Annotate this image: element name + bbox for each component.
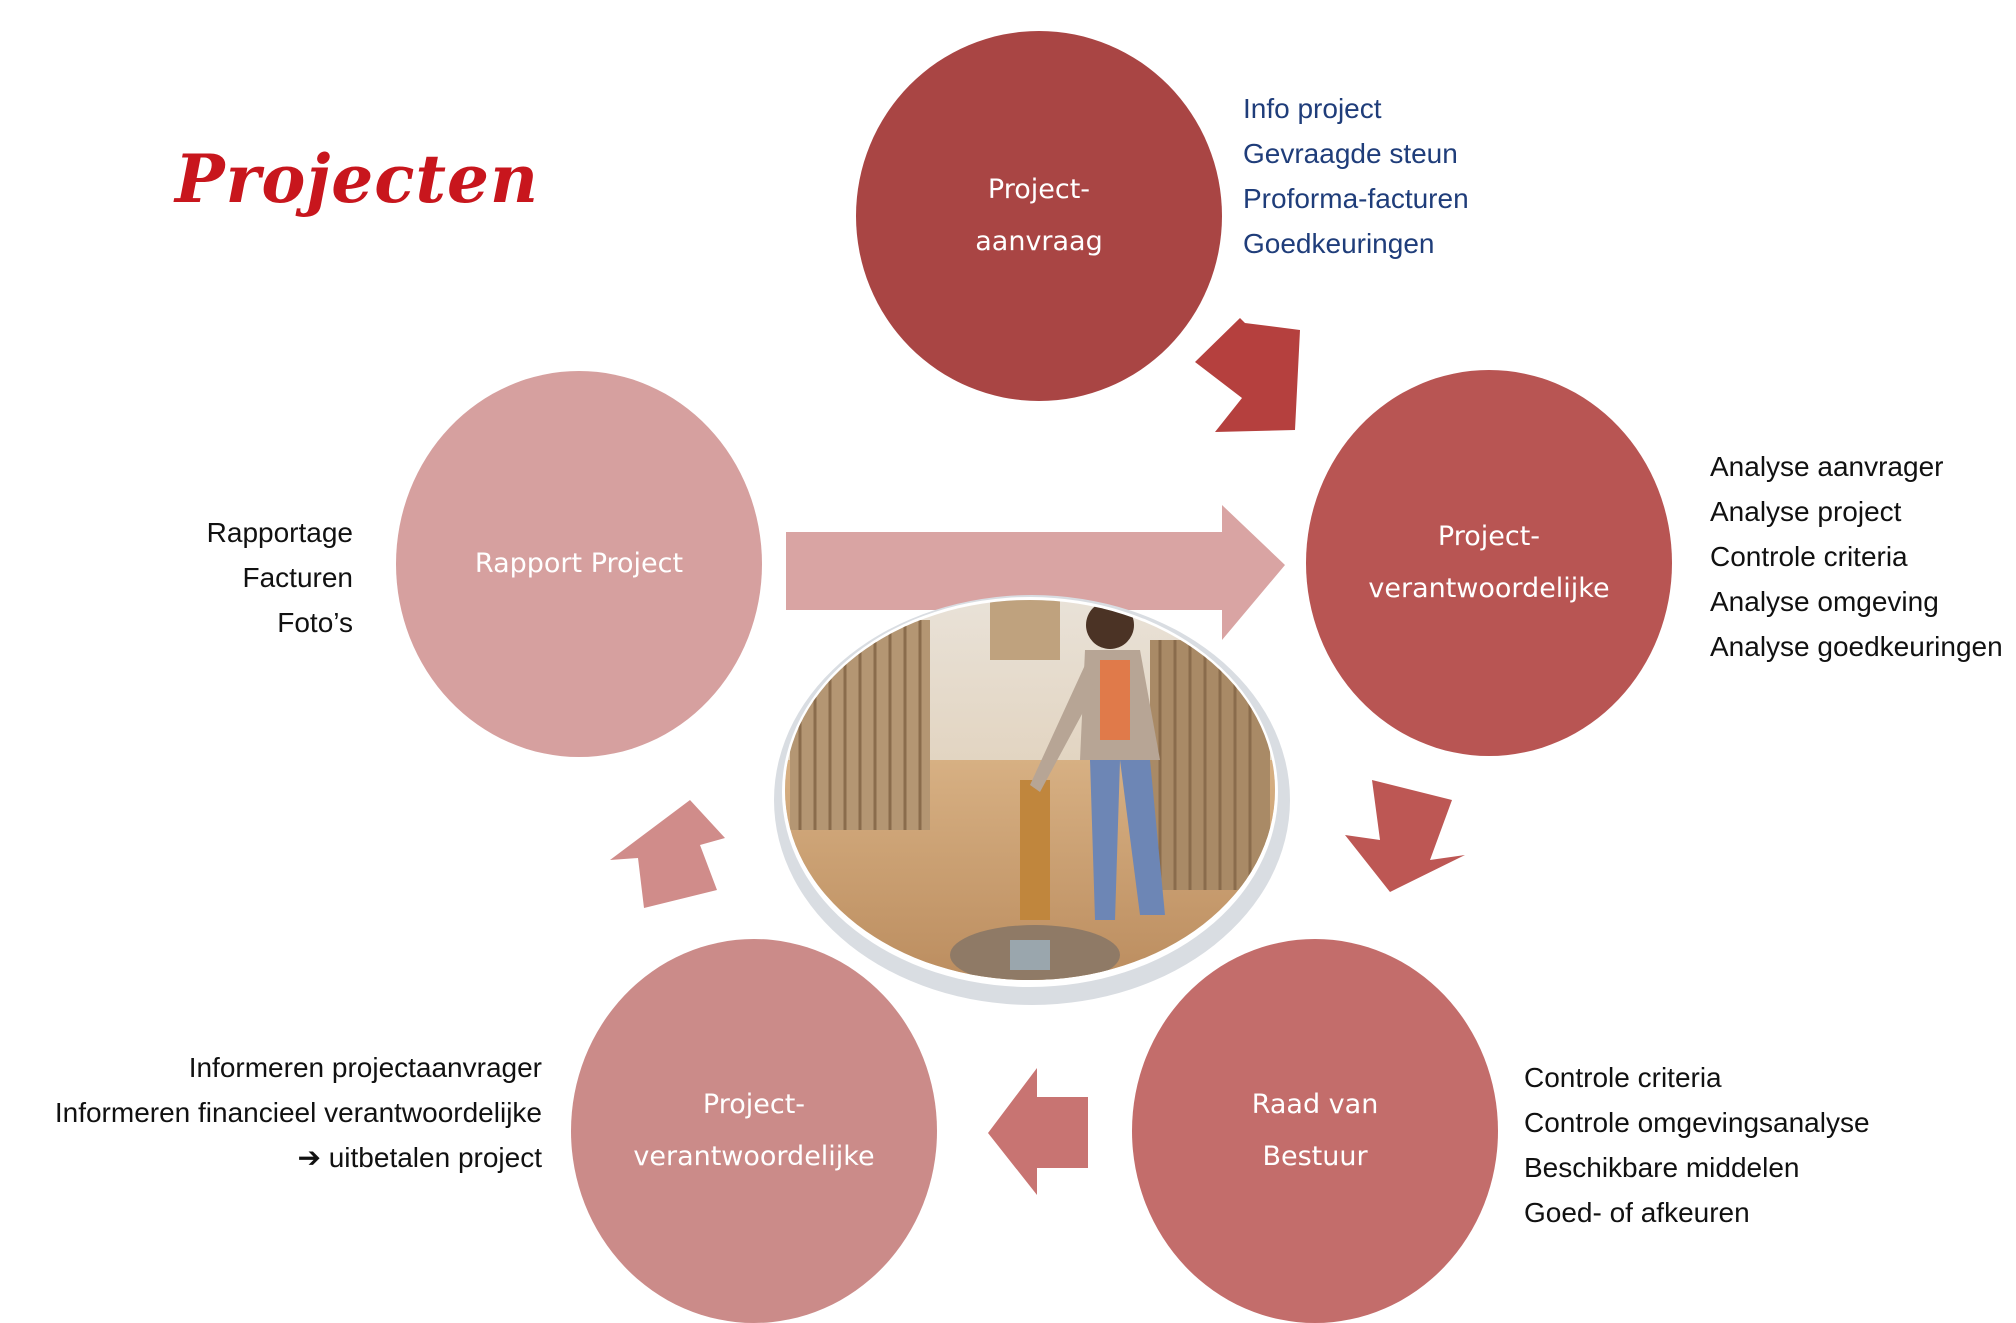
list-item: Informeren projectaanvrager [188, 1052, 542, 1083]
arrow-right-icon: ➔ [297, 1142, 321, 1173]
list-item: Foto’s [277, 607, 353, 638]
circle-rapport-project: Rapport Project [396, 371, 762, 757]
list-raad: Controle criteria Controle omgevingsanal… [1524, 1055, 1870, 1235]
list-verantwoordelijke-top: Analyse aanvrager Analyse project Contro… [1710, 444, 2003, 669]
circle-label: Project- [987, 174, 1091, 205]
list-item: Controle criteria [1524, 1062, 1722, 1093]
circle-label: Raad van [1251, 1089, 1379, 1120]
circle-label: verantwoordelijke [633, 1141, 875, 1172]
circle-label: Rapport Project [474, 548, 684, 579]
list-item-text: uitbetalen project [328, 1142, 542, 1173]
circle-project-verantwoordelijke-top: Project- verantwoordelijke [1306, 370, 1672, 756]
arrow-rapport-to-verantwoordelijke [786, 505, 1285, 640]
list-rapport: Rapportage Facturen Foto’s [207, 510, 353, 645]
list-item: Beschikbare middelen [1524, 1152, 1800, 1183]
circle-label: aanvraag [975, 226, 1103, 257]
list-item: Analyse goedkeuringen [1710, 631, 2003, 662]
list-item: Info project [1243, 93, 1382, 124]
list-item: Controle criteria [1710, 541, 1908, 572]
list-item: Analyse aanvrager [1710, 451, 1944, 482]
circle-project-verantwoordelijke-bottom: Project- verantwoordelijke [571, 939, 937, 1323]
list-item: Goedkeuringen [1243, 228, 1435, 259]
arrow-raad-to-verantwoordelijke [988, 1068, 1088, 1195]
list-item: ➔ uitbetalen project [55, 1135, 542, 1180]
circle-raad-van-bestuur: Raad van Bestuur [1132, 939, 1498, 1323]
circle-label: verantwoordelijke [1368, 573, 1610, 604]
list-item: Analyse omgeving [1710, 586, 1939, 617]
list-verantwoordelijke-bottom: Informeren projectaanvrager Informeren f… [55, 1045, 542, 1180]
arrow-verantwoordelijke-to-raad [1345, 780, 1465, 892]
list-item: Facturen [242, 562, 354, 593]
water-pump-photo [785, 600, 1275, 980]
circle-label: Bestuur [1262, 1141, 1368, 1172]
list-item: Analyse project [1710, 496, 1902, 527]
circle-label: Project- [702, 1089, 806, 1120]
list-item: Gevraagde steun [1243, 138, 1458, 169]
list-item: Controle omgevingsanalyse [1524, 1107, 1870, 1138]
circle-project-aanvraag: Project- aanvraag [856, 31, 1222, 401]
arrow-verantwoordelijke-to-rapport [610, 800, 725, 908]
list-item: Rapportage [206, 517, 353, 548]
list-item: Proforma-facturen [1243, 183, 1469, 214]
list-item: Informeren financieel verantwoordelijke [54, 1097, 542, 1128]
list-aanvraag: Info project Gevraagde steun Proforma-fa… [1243, 86, 1469, 266]
page-title: Projecten [175, 140, 539, 218]
circle-label: Project- [1437, 521, 1541, 552]
list-item: Goed- of afkeuren [1524, 1197, 1750, 1228]
arrow-aanvraag-to-verantwoordelijke [1195, 318, 1300, 432]
